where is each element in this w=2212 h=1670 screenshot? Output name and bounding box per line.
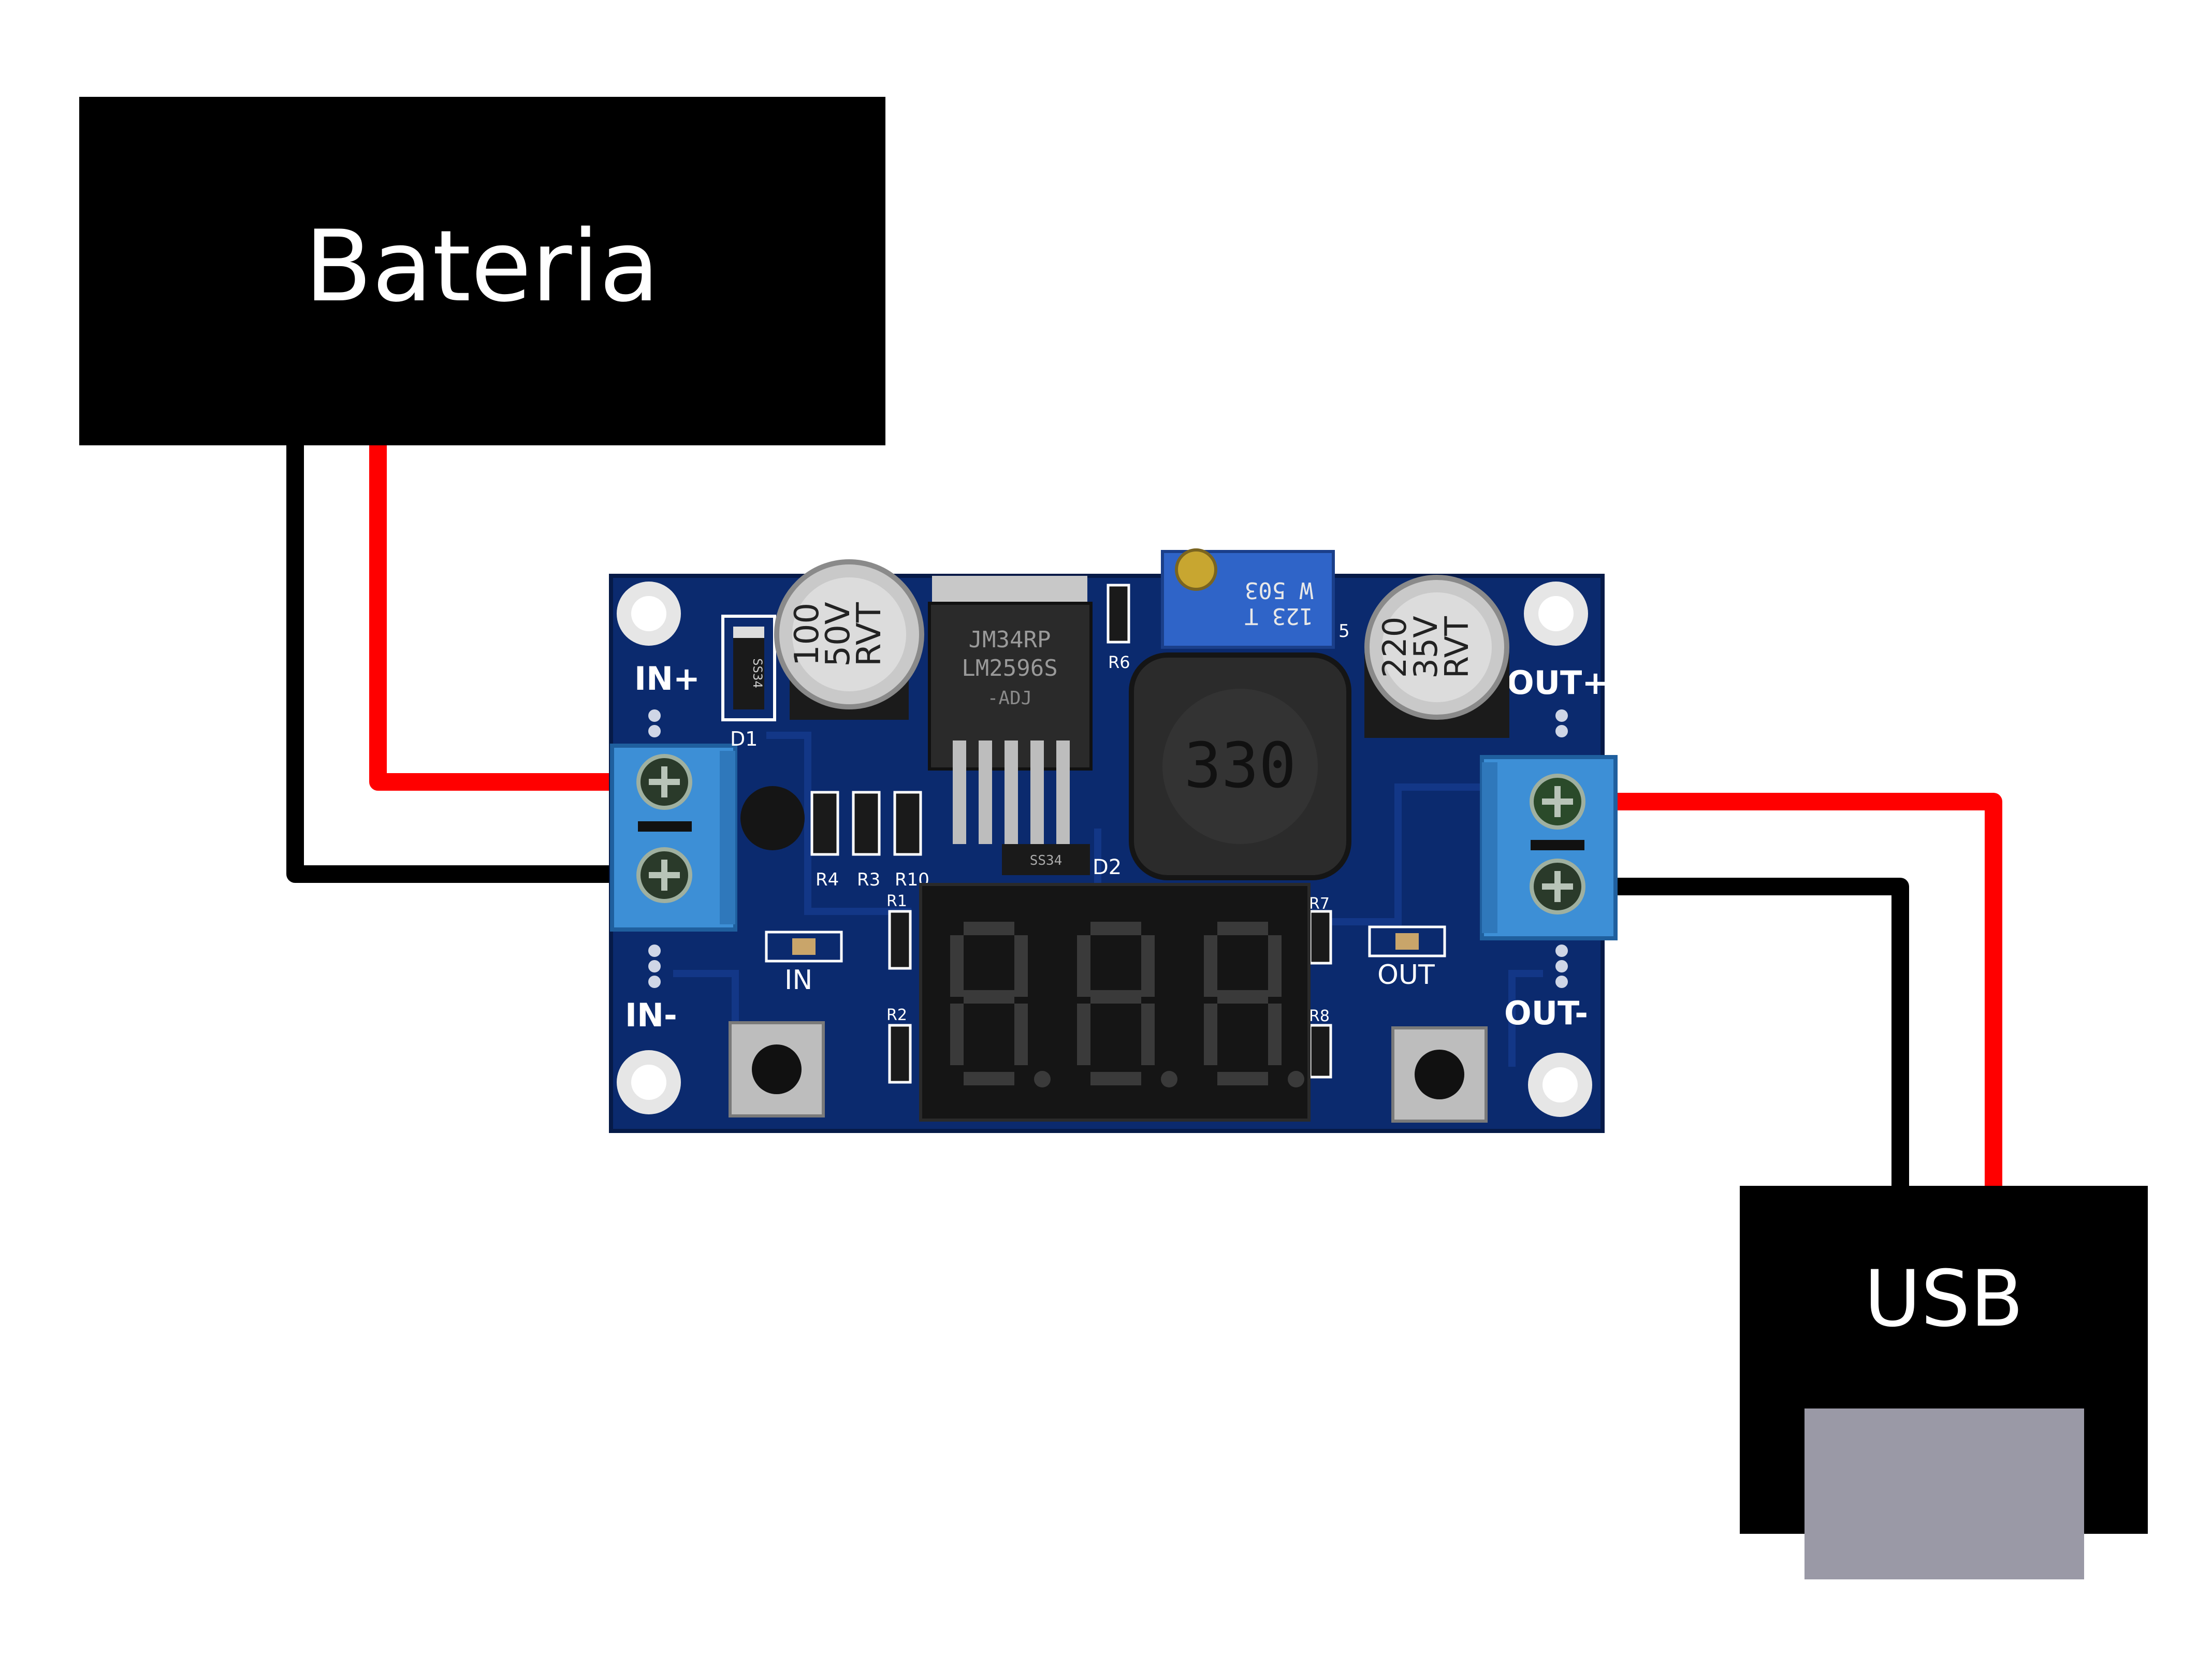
digit-2-segment xyxy=(1090,1072,1141,1085)
svg-text:123 T: 123 T xyxy=(1245,603,1313,629)
output-plus-label: OUT+ xyxy=(1507,664,1609,702)
in-led: IN xyxy=(765,931,843,996)
svg-text:R3: R3 xyxy=(857,869,880,890)
svg-text:W 503: W 503 xyxy=(1245,577,1313,603)
digit-1-segment xyxy=(950,1004,964,1065)
digit-2-decimal-point xyxy=(1161,1071,1177,1087)
svg-text:R7: R7 xyxy=(1309,895,1330,913)
digit-2-segment xyxy=(1077,935,1090,997)
usb-negative-wire xyxy=(1607,878,1909,1200)
wires xyxy=(286,437,2002,1200)
digit-1-segment xyxy=(964,1072,1014,1085)
digit-3-segment xyxy=(1204,935,1217,997)
svg-text:R1: R1 xyxy=(886,892,907,910)
svg-text:330: 330 xyxy=(1184,730,1297,802)
svg-text:35V: 35V xyxy=(1407,616,1445,678)
out-led: OUT xyxy=(1368,925,1446,991)
digit-2-segment xyxy=(1090,922,1141,935)
battery-box: Bateria xyxy=(79,97,885,445)
digit-1-segment xyxy=(964,922,1014,935)
out-led-label: OUT xyxy=(1377,960,1435,991)
battery-label: Bateria xyxy=(304,209,660,324)
svg-text:50V: 50V xyxy=(819,602,857,666)
svg-text:R2: R2 xyxy=(886,1006,907,1024)
digit-3-decimal-point xyxy=(1288,1071,1304,1087)
digit-1-segment xyxy=(964,990,1014,1004)
diode-d1: SS34 D1 xyxy=(721,615,776,750)
digit-3-segment xyxy=(1268,1004,1282,1065)
digit-1-segment xyxy=(1014,935,1028,997)
digit-3-segment xyxy=(1217,990,1268,1004)
digit-1-decimal-point xyxy=(1034,1071,1051,1087)
svg-text:LM2596S: LM2596S xyxy=(962,655,1057,681)
in-led-label: IN xyxy=(784,965,812,996)
digit-1-segment xyxy=(1014,1004,1028,1065)
digit-3-segment xyxy=(1217,922,1268,935)
output-capacitor: 220 35V RVT xyxy=(1364,575,1509,738)
usb-positive-wire xyxy=(1607,793,2002,1200)
digit-3-segment xyxy=(1268,935,1282,997)
digit-2-segment xyxy=(1141,935,1155,997)
diode-d2: SS34 D2 xyxy=(1002,844,1122,879)
svg-text:RVT: RVT xyxy=(850,602,889,666)
svg-text:RVT: RVT xyxy=(1438,616,1476,678)
input-push-button[interactable] xyxy=(729,1021,825,1117)
svg-text:R6: R6 xyxy=(1108,652,1130,672)
usb-label: USB xyxy=(1864,1254,2024,1344)
svg-text:100: 100 xyxy=(788,603,826,666)
display-digits xyxy=(950,922,1304,1087)
digit-2-segment xyxy=(1090,990,1141,1004)
d2-ref: D2 xyxy=(1093,855,1122,879)
svg-text:SS34: SS34 xyxy=(750,658,765,688)
output-terminal-block xyxy=(1480,755,1618,940)
trimmer-potentiometer: W 503 123 T xyxy=(1161,548,1335,649)
svg-text:R4: R4 xyxy=(816,869,839,890)
input-capacitor: 100 50V RVT xyxy=(774,559,924,720)
digit-3-segment xyxy=(1217,1072,1268,1085)
digit-2-segment xyxy=(1077,1004,1090,1065)
svg-text:R8: R8 xyxy=(1309,1007,1330,1025)
regulator-ic: JM34RP LM2596S -ADJ xyxy=(928,576,1093,844)
battery-positive-wire xyxy=(369,437,625,791)
svg-text:220: 220 xyxy=(1376,617,1414,678)
digit-2-segment xyxy=(1141,1004,1155,1065)
output-minus-label: OUT- xyxy=(1504,994,1588,1032)
smd-resistors: R4 R3 R10 R1 R2 R6 5 R7 R8 xyxy=(810,584,1350,1084)
svg-text:5: 5 xyxy=(1338,621,1350,642)
usb-box: USB xyxy=(1740,1186,2148,1579)
d1-ref: D1 xyxy=(730,728,758,750)
mounting-holes xyxy=(617,582,1592,1117)
seven-segment-display xyxy=(919,883,1311,1122)
input-minus-label: IN- xyxy=(625,996,677,1034)
svg-text:SS34: SS34 xyxy=(1030,853,1063,868)
digit-1-segment xyxy=(950,935,964,997)
inductor: 330 xyxy=(1129,652,1351,880)
transistor xyxy=(740,786,805,850)
svg-text:JM34RP: JM34RP xyxy=(969,627,1051,653)
svg-text:-ADJ: -ADJ xyxy=(987,688,1032,709)
usb-plug xyxy=(1804,1408,2084,1579)
converter-module: IN+ IN- OUT+ OUT- xyxy=(609,548,1618,1133)
input-terminal-block xyxy=(610,744,737,932)
battery-negative-wire xyxy=(286,437,625,883)
input-plus-label: IN+ xyxy=(634,660,700,698)
output-push-button[interactable] xyxy=(1391,1026,1488,1123)
digit-3-segment xyxy=(1204,1004,1217,1065)
